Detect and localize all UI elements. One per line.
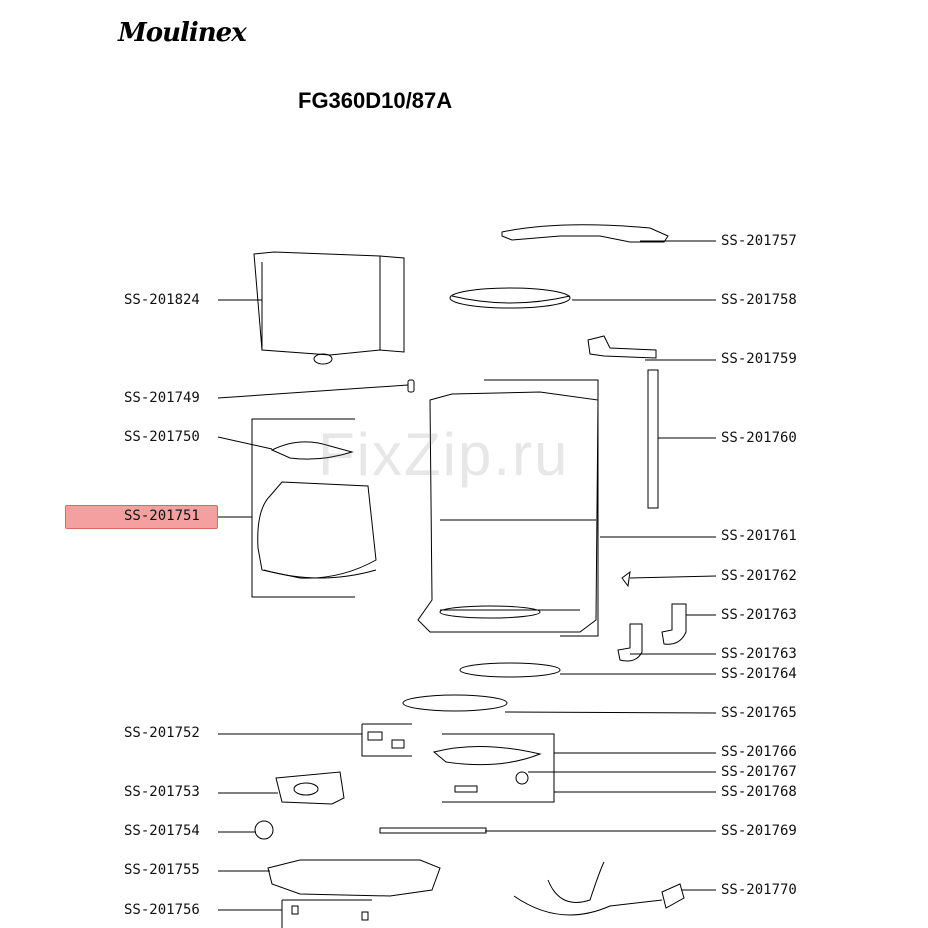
- plug-part: [661, 883, 685, 909]
- part-label-highlighted[interactable]: SS-201751: [124, 508, 200, 524]
- part-label[interactable]: SS-201755: [124, 862, 200, 878]
- leader-line: [217, 436, 273, 450]
- foot-part: [361, 911, 369, 921]
- knob-part: [254, 820, 274, 840]
- bracket-switch-group: [361, 723, 412, 757]
- switch-part: [391, 739, 405, 749]
- carafe-part: [257, 481, 377, 579]
- brand-logo: Moulinex: [118, 18, 247, 48]
- part-label[interactable]: SS-201768: [721, 784, 797, 800]
- elbow-pipe-part: [661, 603, 687, 645]
- gasket-ring-part: [459, 662, 561, 678]
- bracket-carafe-group: [251, 418, 355, 598]
- switch-part: [367, 731, 383, 741]
- part-label[interactable]: SS-201759: [721, 351, 797, 367]
- part-label[interactable]: SS-201760: [721, 430, 797, 446]
- part-label[interactable]: SS-201763: [721, 646, 797, 662]
- part-label[interactable]: SS-201758: [721, 292, 797, 308]
- part-label[interactable]: SS-201766: [721, 744, 797, 760]
- plate-part: [379, 827, 487, 834]
- thermostat-part: [515, 771, 529, 785]
- part-label[interactable]: SS-201765: [721, 705, 797, 721]
- highlight-marker: [65, 505, 218, 529]
- part-label[interactable]: SS-201749: [124, 390, 200, 406]
- elbow-pipe-part: [617, 623, 643, 662]
- foot-part: [291, 905, 299, 915]
- small-clip-part: [621, 570, 631, 588]
- switch-cover-part: [275, 771, 345, 805]
- part-label[interactable]: SS-201824: [124, 292, 200, 308]
- part-label[interactable]: SS-201761: [721, 528, 797, 544]
- spout-arm-part: [587, 335, 657, 359]
- part-label[interactable]: SS-201753: [124, 784, 200, 800]
- part-label[interactable]: SS-201770: [721, 882, 797, 898]
- fuse-part: [454, 785, 478, 793]
- part-label[interactable]: SS-201769: [721, 823, 797, 839]
- model-title: FG360D10/87A: [298, 88, 453, 113]
- lid-cover-part: [501, 224, 669, 243]
- filter-holder-part: [253, 251, 405, 356]
- part-label[interactable]: SS-201757: [721, 233, 797, 249]
- bracket-heater-group: [442, 733, 555, 803]
- leader-line: [504, 711, 717, 714]
- part-label[interactable]: SS-201764: [721, 666, 797, 682]
- heater-ring-part: [402, 694, 508, 712]
- body-housing-part: [417, 391, 599, 633]
- pin-part: [407, 379, 415, 393]
- part-label[interactable]: SS-201752: [124, 725, 200, 741]
- power-cord-part: [513, 861, 663, 916]
- part-label[interactable]: SS-201763: [721, 607, 797, 623]
- base-part: [267, 859, 441, 897]
- bracket-body-group: [484, 379, 599, 637]
- part-label[interactable]: SS-201767: [721, 764, 797, 780]
- leader-line: [629, 575, 717, 579]
- part-label[interactable]: SS-201750: [124, 429, 200, 445]
- bracket-feet-group: [281, 899, 372, 928]
- part-label[interactable]: SS-201756: [124, 902, 200, 918]
- watermark: FixZip.ru: [318, 421, 570, 488]
- part-label[interactable]: SS-201762: [721, 568, 797, 584]
- heating-element-part: [432, 745, 542, 766]
- carafe-lid-part: [270, 441, 354, 460]
- leader-line: [217, 384, 409, 399]
- lid-base-part: [449, 287, 571, 309]
- tube-part: [647, 369, 659, 509]
- part-label[interactable]: SS-201754: [124, 823, 200, 839]
